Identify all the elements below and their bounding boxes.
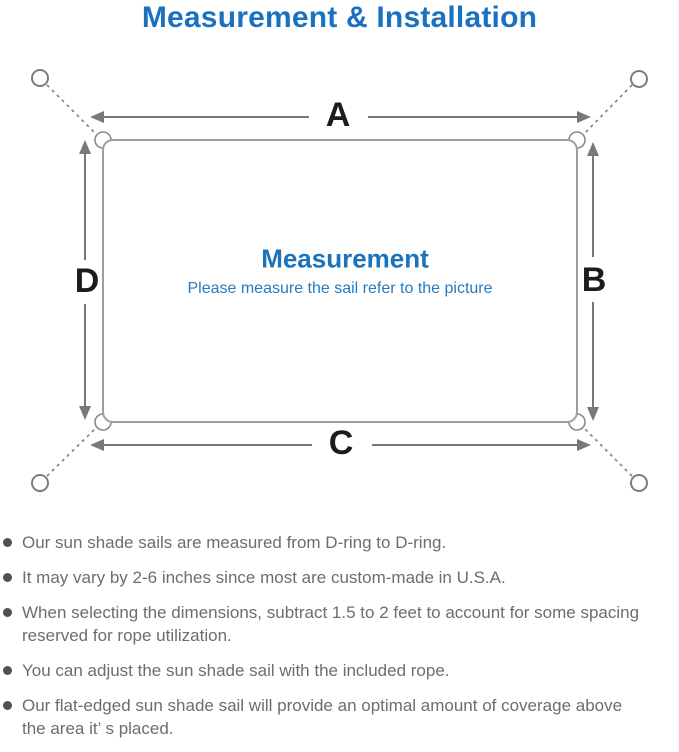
diagram-heading: Measurement bbox=[261, 243, 429, 274]
bullet-icon bbox=[3, 538, 12, 547]
rope-line-bottom-left bbox=[46, 423, 101, 477]
bullet-icon bbox=[3, 573, 12, 582]
sail-rectangle bbox=[102, 139, 578, 423]
dimension-label-c: C bbox=[328, 424, 354, 462]
note-text: When selecting the dimensions, subtract … bbox=[22, 601, 639, 647]
note-line: Our sun shade sails are measured from D-… bbox=[22, 533, 447, 552]
anchor-ring-bottom-right-icon bbox=[630, 474, 648, 492]
note-line: When selecting the dimensions, subtract … bbox=[22, 603, 640, 622]
note-item: Our sun shade sails are measured from D-… bbox=[3, 531, 675, 554]
note-line: Our flat-edged sun shade sail will provi… bbox=[22, 696, 623, 715]
bullet-icon bbox=[3, 701, 12, 710]
rope-line-top-right bbox=[579, 84, 633, 139]
note-line: You can adjust the sun shade sail with t… bbox=[22, 661, 450, 680]
bullet-icon bbox=[3, 666, 12, 675]
diagram-subheading: Please measure the sail refer to the pic… bbox=[187, 280, 493, 297]
dimension-arrow-c bbox=[90, 439, 591, 451]
measurement-diagram bbox=[31, 69, 648, 492]
dimension-label-d: D bbox=[74, 262, 100, 300]
anchor-ring-icons bbox=[31, 69, 648, 492]
anchor-ring-top-left-icon bbox=[31, 69, 49, 87]
note-text: Our flat-edged sun shade sail will provi… bbox=[22, 694, 622, 740]
bullet-icon bbox=[3, 608, 12, 617]
note-text: It may vary by 2-6 inches since most are… bbox=[22, 566, 506, 589]
note-line: reserved for rope utilization. bbox=[22, 626, 232, 645]
rope-dashed-lines bbox=[46, 84, 633, 477]
rope-line-bottom-right bbox=[579, 423, 633, 477]
anchor-ring-bottom-left-icon bbox=[31, 474, 49, 492]
page-title: Measurement & Installation bbox=[141, 1, 538, 34]
rope-line-top-left bbox=[46, 84, 101, 139]
notes-list: Our sun shade sails are measured from D-… bbox=[3, 531, 675, 752]
note-item: It may vary by 2-6 inches since most are… bbox=[3, 566, 675, 589]
dimension-arrow-b bbox=[587, 142, 599, 421]
note-item: Our flat-edged sun shade sail will provi… bbox=[3, 694, 675, 740]
dimension-label-b: B bbox=[581, 261, 607, 299]
dimension-arrow-a bbox=[90, 111, 591, 123]
dimension-arrow-d bbox=[79, 140, 91, 420]
note-item: When selecting the dimensions, subtract … bbox=[3, 601, 675, 647]
dimension-label-a: A bbox=[325, 96, 351, 134]
note-item: You can adjust the sun shade sail with t… bbox=[3, 659, 675, 682]
note-line: the area it’ s placed. bbox=[22, 719, 174, 738]
anchor-ring-top-right-icon bbox=[630, 70, 648, 88]
note-text: Our sun shade sails are measured from D-… bbox=[22, 531, 446, 554]
note-line: It may vary by 2-6 inches since most are… bbox=[22, 568, 506, 587]
note-text: You can adjust the sun shade sail with t… bbox=[22, 659, 450, 682]
